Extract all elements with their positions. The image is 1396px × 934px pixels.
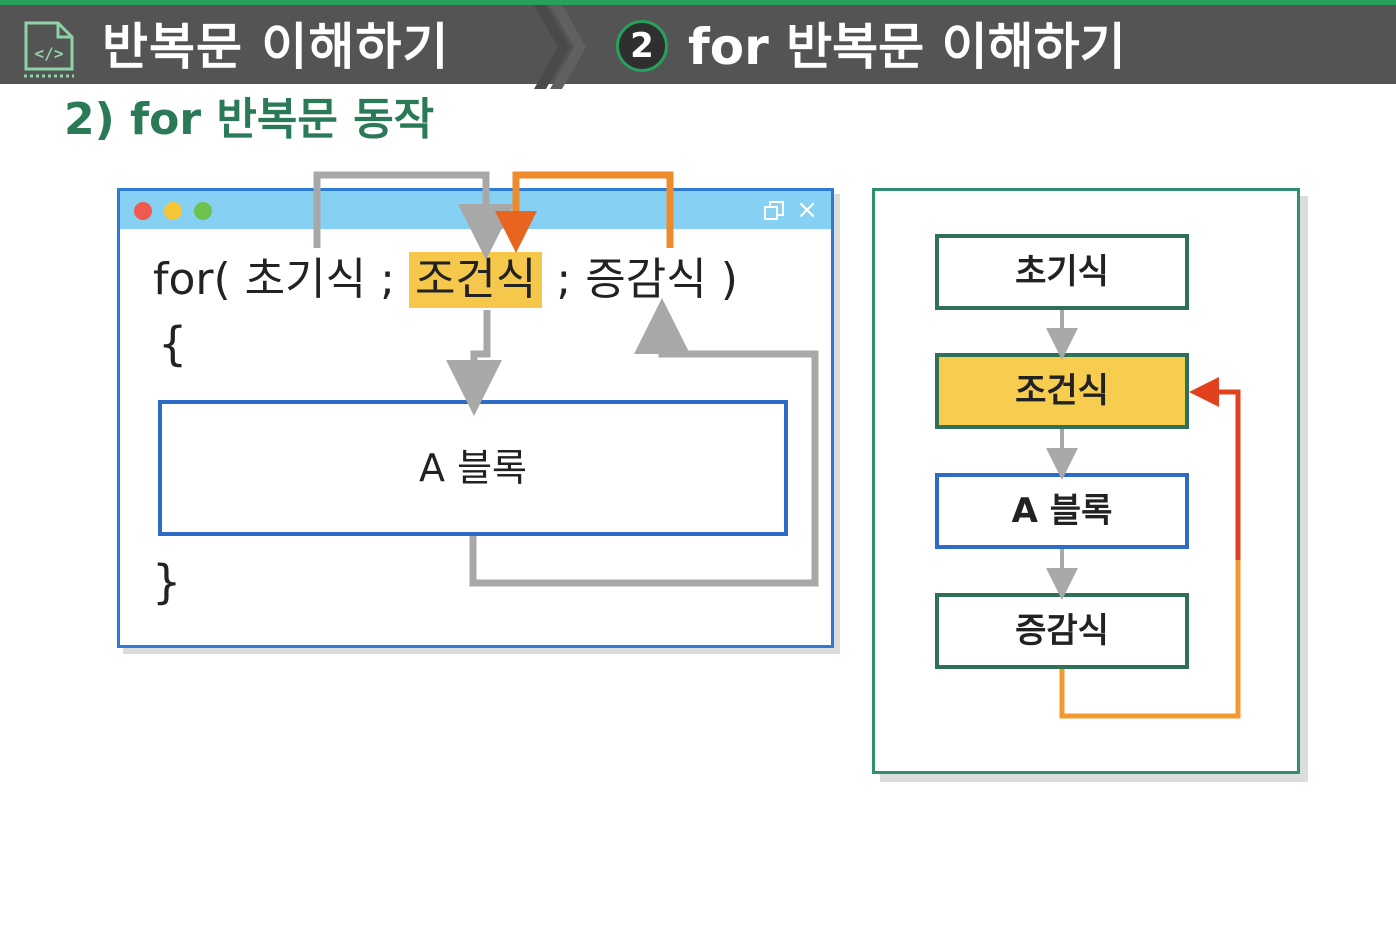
maximize-dot-icon	[194, 202, 212, 220]
for-keyword: for(	[153, 254, 231, 305]
section-heading: 2) for 반복문 동작	[64, 94, 435, 145]
flow-step-update: 증감식	[935, 593, 1189, 669]
restore-window-icon	[764, 201, 784, 220]
header-bar: </> 반복문 이해하기 2 for 반복문 이해하기	[0, 0, 1396, 89]
svg-text:</>: </>	[35, 44, 64, 63]
header-title: 반복문 이해하기	[102, 18, 450, 76]
flow-step-condition: 조건식	[935, 353, 1189, 429]
init-expression: 초기식	[244, 254, 367, 305]
code-file-icon: </>	[24, 21, 74, 78]
close-dot-icon	[134, 202, 152, 220]
for-statement: for( 초기식 ; 조건식 ; 증감식 )	[153, 252, 738, 308]
flow-step-a-block: A 블록	[935, 473, 1189, 549]
open-brace: {	[158, 317, 188, 371]
update-expression: 증감식	[585, 254, 707, 305]
close-brace: }	[152, 555, 182, 609]
separator-2: ;	[556, 254, 572, 305]
minimize-dot-icon	[164, 202, 182, 220]
separator-1: ;	[380, 254, 395, 305]
flow-step-init: 초기식	[935, 234, 1189, 310]
close-icon: ×	[796, 195, 818, 225]
section-number-badge: 2	[616, 20, 668, 72]
condition-expression: 조건식	[408, 252, 543, 308]
window-titlebar: ×	[120, 191, 831, 229]
chevron-right-icon	[534, 5, 586, 89]
a-block: A 블록	[158, 400, 788, 536]
header-subtitle: for 반복문 이해하기	[688, 18, 1126, 76]
close-paren: )	[720, 254, 738, 305]
